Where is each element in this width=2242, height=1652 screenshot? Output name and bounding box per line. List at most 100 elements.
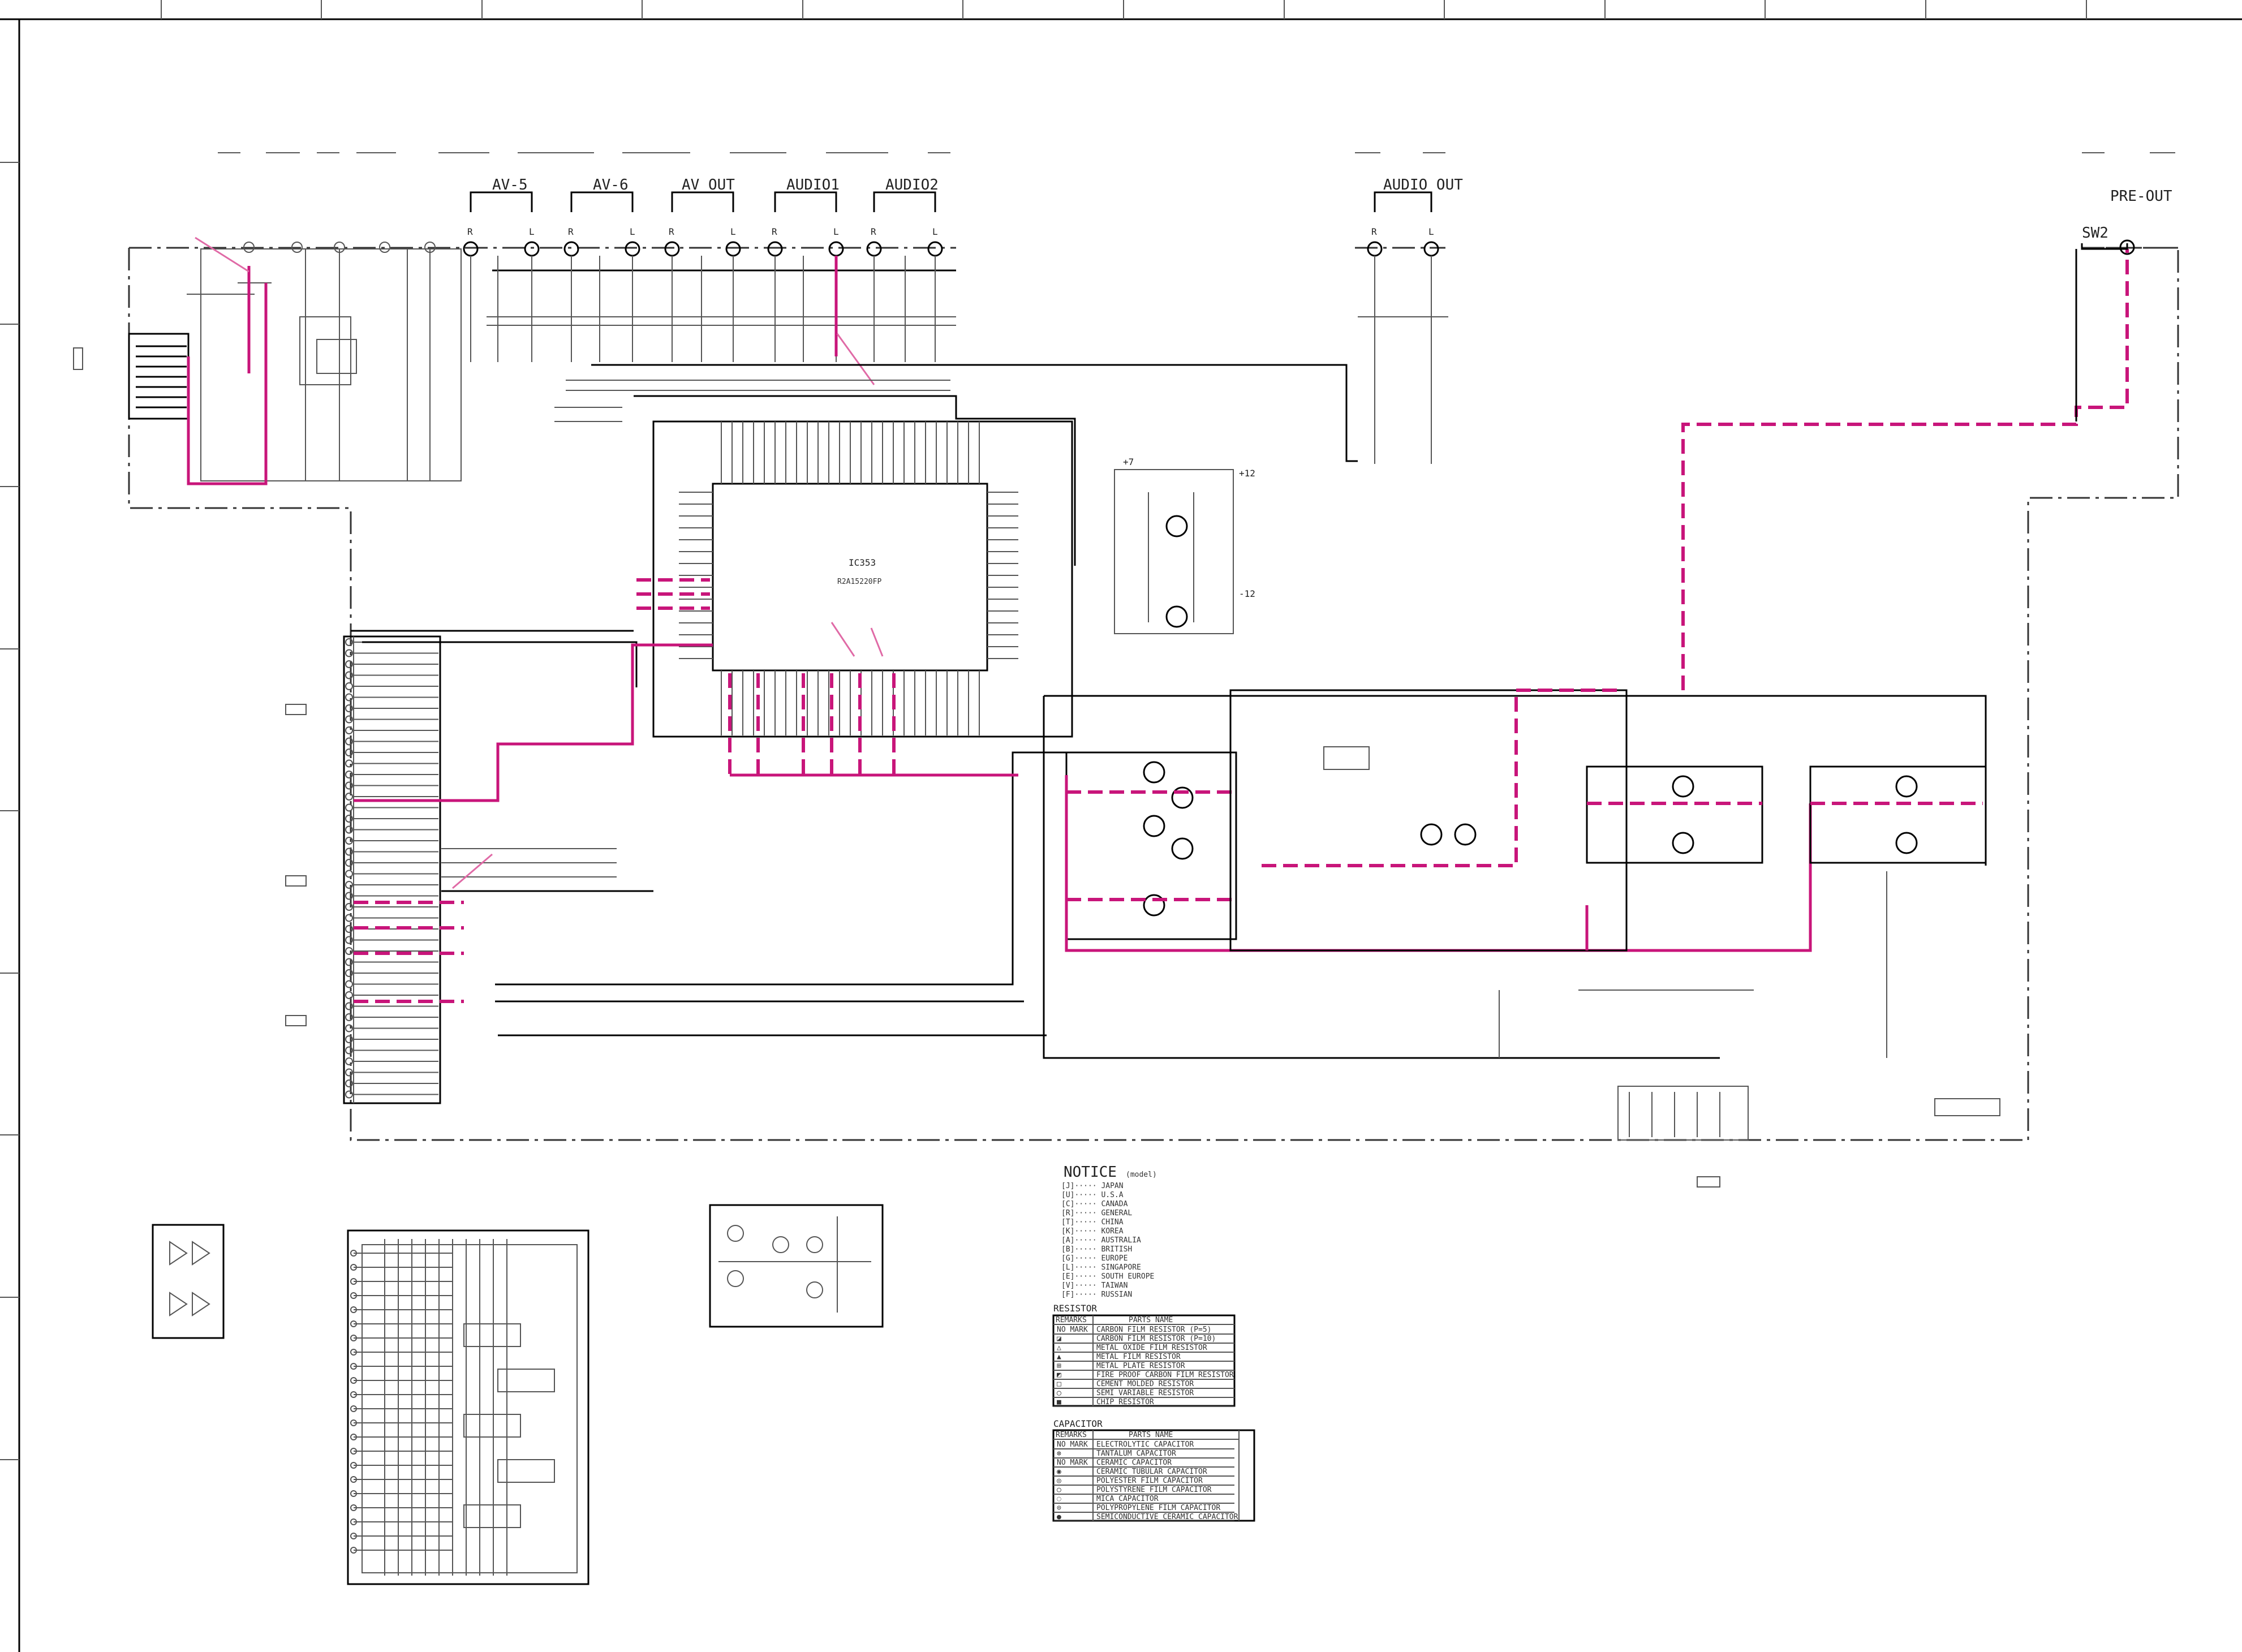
connector-pin <box>345 803 353 812</box>
amplifier-block-2 <box>1229 689 1628 952</box>
audio-out-r-label: R <box>1371 226 1377 237</box>
connector-pin <box>345 1068 353 1077</box>
notice-title: NOTICE <box>1064 1164 1117 1181</box>
connector-pin <box>345 660 353 668</box>
pointer-arrow-2 <box>836 333 875 385</box>
table-row-mark: ◪ <box>1057 1335 1061 1343</box>
connector-pin <box>345 1079 353 1087</box>
block-pin <box>350 1264 357 1271</box>
pre-out-jack: PRE-OUT SW2 <box>2081 188 2172 255</box>
supply-m12-label: -12 <box>1239 588 1255 599</box>
cb153-connector <box>343 635 441 1104</box>
capacitor-head-parts: PARTS NAME <box>1129 1431 1173 1439</box>
cb153-marker <box>285 704 307 715</box>
ic-internal-lines <box>350 1239 507 1576</box>
notice-item: [V]····· TAIWAN <box>1061 1281 1128 1290</box>
ic-name: IC353 <box>849 557 876 568</box>
av6-l-label: L <box>630 226 635 237</box>
board-outline <box>128 247 2179 1141</box>
block-pin <box>350 1320 357 1327</box>
cb154-marker <box>285 875 307 887</box>
connector-pin <box>345 1024 353 1032</box>
block-pin <box>350 1547 357 1554</box>
table-row-name: CERAMIC CAPACITOR <box>1096 1459 1172 1467</box>
connector-pin <box>345 991 353 999</box>
table-row-mark: ● <box>1057 1513 1061 1521</box>
connector-pin <box>345 693 353 702</box>
audio1-label: AUDIO1 <box>786 177 840 193</box>
signal-path-ic-outputs <box>728 673 896 775</box>
amplifier-block-1 <box>1065 751 1237 940</box>
av5-r-label: R <box>467 226 473 237</box>
table-row-mark: ○ <box>1057 1486 1061 1494</box>
connector-pin <box>345 936 353 944</box>
signal-path-input <box>187 266 268 485</box>
block-pin <box>350 1306 357 1313</box>
connector-pin <box>345 1057 353 1065</box>
cb155-marker <box>285 1015 307 1026</box>
connector-pin <box>345 1002 353 1010</box>
connector-pin <box>345 1046 353 1055</box>
block-pin <box>350 1476 357 1483</box>
table-row-name: METAL FILM RESISTOR <box>1096 1353 1181 1361</box>
connector-pin <box>345 947 353 955</box>
connector-pin <box>345 726 353 734</box>
cb156-connector <box>1617 1086 1749 1141</box>
resistor-head-parts: PARTS NAME <box>1129 1316 1173 1324</box>
table-row-mark: NO MARK <box>1057 1440 1088 1449</box>
block-pin <box>350 1335 357 1341</box>
op-amp-pinout <box>152 1224 225 1339</box>
connector-pin <box>345 759 353 768</box>
av5-jack: AV-5 R L <box>463 177 540 257</box>
connector-pin <box>345 748 353 756</box>
signal-path-ic-inputs <box>636 578 710 610</box>
connector-pin <box>345 793 353 801</box>
block-pin <box>350 1391 357 1398</box>
notice-item: [L]····· SINGAPORE <box>1061 1263 1141 1272</box>
block-pin <box>350 1448 357 1455</box>
audio1-r-label: R <box>772 226 777 237</box>
block-pin <box>350 1490 357 1497</box>
audio-out-bus <box>1345 365 1358 462</box>
av-out-l-label: L <box>730 226 736 237</box>
signal-path-cb-bus <box>354 901 464 1003</box>
connector-pin <box>345 1035 353 1043</box>
table-row-mark: △ <box>1057 1344 1061 1352</box>
notice-item: [G]····· EUROPE <box>1061 1254 1128 1263</box>
block-pin <box>350 1434 357 1440</box>
av5-l-label: L <box>529 226 535 237</box>
av6-jack: AV-6 R L <box>563 177 640 257</box>
connector-pin <box>345 870 353 878</box>
table-row-mark: □ <box>1057 1380 1061 1388</box>
block-pin <box>350 1405 357 1412</box>
av-out-label: AV OUT <box>682 177 735 193</box>
audio2-jack: AUDIO2 R L <box>866 177 943 257</box>
block-pin <box>350 1533 357 1539</box>
notice-subtitle: (model) <box>1126 1171 1157 1179</box>
input-selector-circuit <box>187 242 462 481</box>
connector-pin <box>345 847 353 856</box>
connector-pin <box>345 903 353 911</box>
pre-out-label: PRE-OUT <box>2110 188 2172 205</box>
supply-p7-label: +7 <box>1123 457 1134 467</box>
table-row-name: CHIP RESISTOR <box>1096 1398 1154 1406</box>
block-pin <box>350 1250 357 1257</box>
notice-item: [A]····· AUSTRALIA <box>1061 1236 1141 1245</box>
capacitor-head-remarks: REMARKS <box>1056 1431 1087 1439</box>
connector-pin <box>345 781 353 790</box>
table-row-name: POLYSTYRENE FILM CAPACITOR <box>1096 1486 1212 1494</box>
connector-pin <box>345 859 353 867</box>
block-pin <box>350 1518 357 1525</box>
audio2-l-label: L <box>932 226 938 237</box>
av5-label: AV-5 <box>492 177 528 193</box>
block-pin <box>350 1363 357 1370</box>
table-row-mark: ◎ <box>1057 1477 1061 1485</box>
notice-item: [J]····· JAPAN <box>1061 1182 1124 1190</box>
table-row-name: FIRE PROOF CARBON FILM RESISTOR <box>1096 1371 1234 1379</box>
table-row-name: CEMENT MOLDED RESISTOR <box>1096 1380 1194 1388</box>
connector-pin <box>345 837 353 845</box>
audio-out-label: AUDIO OUT <box>1383 177 1463 193</box>
table-row-mark: ⊙ <box>1057 1504 1061 1512</box>
